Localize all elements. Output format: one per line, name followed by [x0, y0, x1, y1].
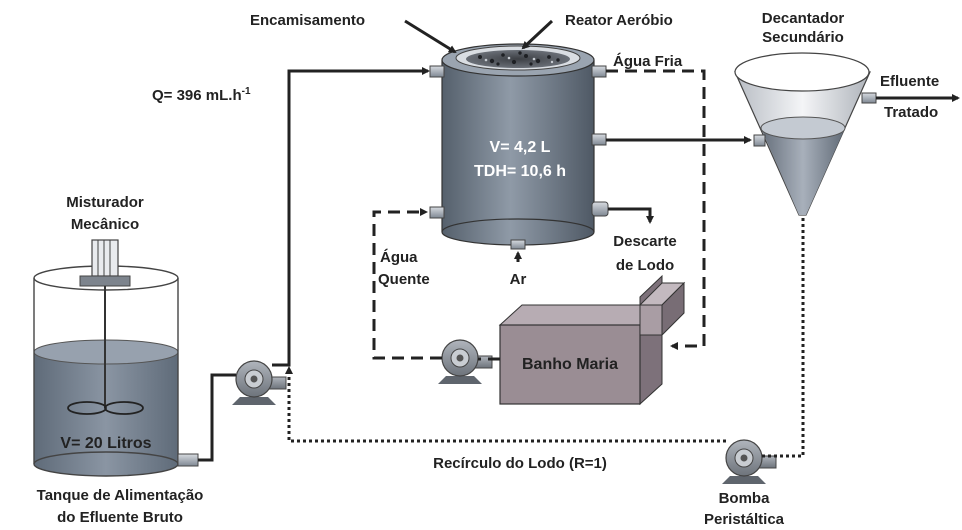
air-label: Ar — [510, 271, 527, 288]
water-bath-label: Banho Maria — [522, 356, 618, 373]
piping — [198, 19, 960, 462]
peristaltic-pump — [721, 439, 777, 485]
reactor-volume-label: V= 4,2 L — [490, 139, 551, 156]
jacket-water-lines — [372, 69, 706, 361]
peristaltic-pump-label-line1: Bomba — [719, 490, 770, 507]
labels: Encamisamento Reator Aeróbio Decantador … — [37, 10, 940, 528]
sludge-recycle-line — [285, 218, 805, 458]
feed-line-pump-to-reactor — [272, 67, 430, 367]
feed-tank-label-line1: Tanque de Alimentação — [37, 487, 204, 504]
feed-tank-label-line2: do Efluente Bruto — [57, 509, 183, 526]
hot-water-label-line1: Água — [380, 249, 418, 266]
hydraulic-retention-label: TDH= 10,6 h — [474, 163, 566, 180]
sludge-discard-label-line1: Descarte — [613, 233, 676, 250]
feed-pump — [231, 360, 287, 406]
settler-label-line1: Decantador — [762, 10, 845, 27]
mixer-label-line2: Mecânico — [71, 216, 139, 233]
flow-rate-exponent: -1 — [242, 86, 251, 97]
sludge-recycle-label: Recírculo do Lodo (R=1) — [433, 455, 607, 472]
jacket-outlet-port — [591, 65, 607, 78]
reactor-pointer — [521, 19, 554, 50]
secondary-settler — [734, 52, 877, 216]
peristaltic-pump-label-line2: Peristáltica — [704, 511, 785, 528]
support-bed — [466, 50, 570, 68]
cold-water-return-line — [606, 69, 706, 350]
treated-effluent-label-line2: Tratado — [884, 104, 938, 121]
hot-water-label-line2: Quente — [378, 271, 430, 288]
cold-water-label: Água Fria — [613, 53, 683, 70]
treated-effluent-label-line1: Efluente — [880, 73, 939, 90]
treated-effluent-port — [861, 92, 877, 104]
flow-rate-label: Q= 396 mL.h-1 — [152, 86, 251, 104]
hot-water-pump — [437, 339, 493, 385]
sludge-discard-label-line2: de Lodo — [616, 257, 674, 274]
jacket-inlet-port — [429, 206, 445, 219]
feed-tank-outlet-port — [177, 453, 199, 467]
feed-line-tank-to-pump — [198, 373, 236, 462]
mechanical-mixer — [67, 239, 144, 415]
air-inlet-port — [510, 239, 526, 250]
settler-label-line2: Secundário — [762, 29, 844, 46]
hot-water-supply-line — [372, 208, 442, 360]
mixer-label-line1: Misturador — [66, 194, 144, 211]
reactor-inlet-port — [429, 65, 445, 78]
encamisamento-label: Encamisamento — [250, 12, 365, 29]
sludge-discard-line — [608, 207, 654, 224]
sludge-discard-port — [591, 201, 609, 217]
settler-inlet-port — [753, 134, 766, 147]
water-bath — [498, 274, 686, 406]
reactor-outlet-port — [591, 133, 607, 146]
feed-tank-volume-label: V= 20 Litros — [60, 435, 151, 452]
encamisamento-pointer — [404, 19, 457, 54]
reactor-label: Reator Aeróbio — [565, 12, 673, 29]
aerobic-reactor — [429, 43, 609, 250]
